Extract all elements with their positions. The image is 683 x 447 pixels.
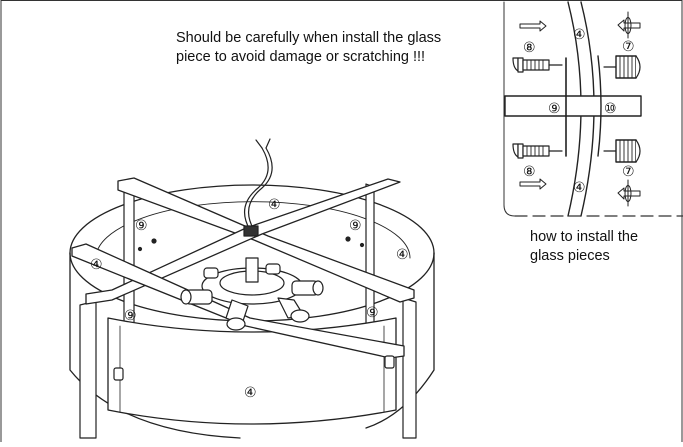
label-screw: ⑧ — [523, 40, 536, 56]
label-connector: ⑩ — [604, 101, 617, 117]
label-screw: ⑧ — [523, 164, 536, 180]
detail-caption-line: how to install the — [530, 229, 639, 245]
cross-arm — [71, 177, 415, 359]
label-bracket: ⑨ — [366, 305, 379, 321]
label-glass-panel: ④ — [573, 27, 586, 43]
socket-cluster — [180, 257, 324, 331]
label-knob-nut: ⑦ — [622, 39, 635, 55]
rotate-arrow-icon — [617, 179, 641, 207]
screw-lower — [512, 143, 563, 159]
label-bracket: ⑨ — [135, 218, 148, 234]
label-knob-nut: ⑦ — [622, 164, 635, 180]
label-bracket: ⑨ — [548, 101, 561, 117]
detail-caption-line: glass pieces — [530, 248, 610, 264]
detail-caption: how to install the glass pieces — [530, 228, 680, 266]
knob-nut-upper — [603, 55, 641, 79]
fixture-main: ④ ⑨ ⑨ ④ ④ ⑨ ⑨ ④ — [69, 138, 435, 439]
label-glass-panel: ④ — [573, 180, 586, 196]
power-wire — [243, 138, 273, 237]
screw-upper — [512, 57, 563, 73]
rotate-arrow-icon — [617, 11, 641, 39]
mounting-screw — [113, 236, 395, 381]
knob-nut-lower — [603, 139, 641, 163]
arrow-right-icon — [519, 178, 547, 190]
arrow-right-icon — [519, 20, 547, 32]
label-bracket: ⑨ — [124, 308, 137, 324]
label-bracket: ⑨ — [349, 218, 362, 234]
label-glass-panel: ④ — [396, 247, 409, 263]
label-glass-panel: ④ — [244, 385, 257, 401]
warning-note: Should be carefully when install the gla… — [176, 29, 496, 67]
label-glass-panel: ④ — [268, 197, 281, 213]
warning-note-line: piece to avoid damage or scratching !!! — [176, 49, 426, 65]
warning-note-line: Should be carefully when install the gla… — [176, 30, 442, 46]
label-glass-panel: ④ — [90, 257, 103, 273]
detail-box: ④ ⑧ ⑦ ⑨ ⑩ ⑧ ⑦ ④ — [503, 1, 683, 217]
